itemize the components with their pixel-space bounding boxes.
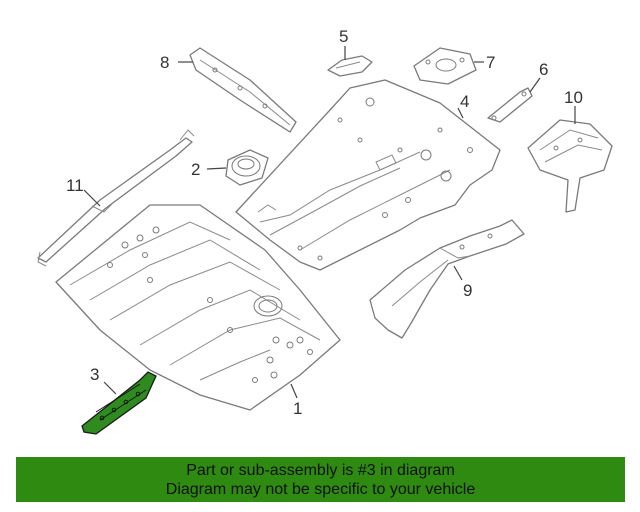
callout-2: 2	[191, 160, 200, 179]
part-11-bar	[37, 129, 195, 267]
callout-8: 8	[160, 53, 169, 72]
callout-3: 3	[90, 365, 99, 384]
callout-5: 5	[339, 27, 348, 46]
callout-9: 9	[463, 281, 472, 300]
callout-4: 4	[460, 92, 469, 111]
banner-line-2: Diagram may not be specific to your vehi…	[165, 481, 476, 498]
part-7-plate	[413, 47, 477, 85]
parts-diagram: 1 2 3 4 5 6 7 8 9 10 11	[37, 27, 613, 435]
part-4-floor-panel	[235, 79, 501, 271]
banner-line-1: Part or sub-assembly is #3 in diagram	[186, 462, 455, 479]
callout-1: 1	[293, 399, 302, 418]
callout-7: 7	[486, 53, 495, 72]
part-3-highlighted-reinforcement	[81, 371, 157, 435]
part-10-bracket	[527, 119, 613, 213]
callout-leaders	[83, 46, 576, 399]
callout-10: 10	[564, 88, 583, 107]
callout-6: 6	[539, 60, 548, 79]
part-1-floor-panel	[55, 204, 341, 411]
part-6-stay	[487, 87, 533, 123]
part-5-bracket	[327, 55, 373, 77]
part-2-cap	[225, 149, 269, 186]
info-banner: Part or sub-assembly is #3 in diagram Di…	[16, 457, 625, 502]
part-9-member	[369, 219, 525, 339]
callout-11: 11	[66, 176, 84, 195]
callout-labels: 1 2 3 4 5 6 7 8 9 10 11	[66, 27, 583, 418]
part-8-rail	[189, 47, 297, 133]
